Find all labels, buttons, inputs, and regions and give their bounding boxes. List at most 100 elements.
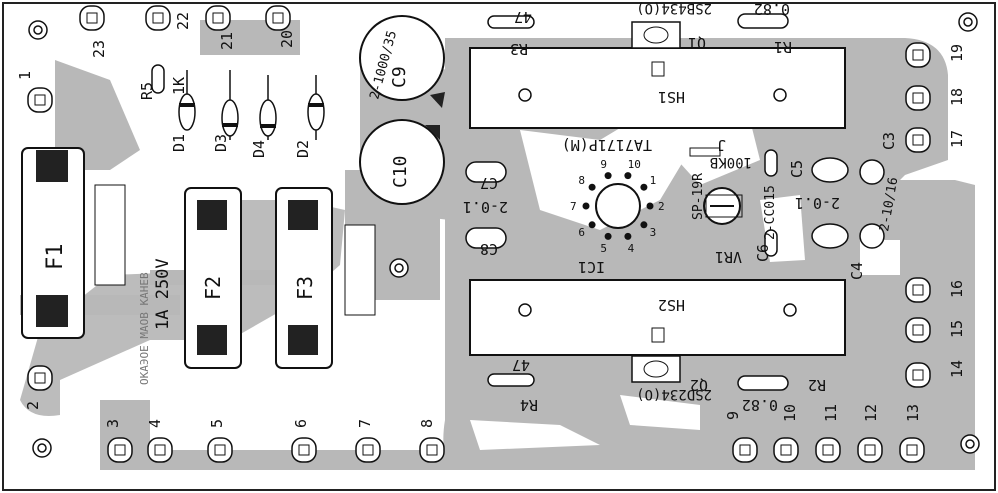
fuse-f1-clip-top <box>36 150 68 182</box>
pin-label-10: 10 <box>781 404 799 422</box>
pad-13 <box>899 437 925 463</box>
pad-1 <box>27 87 53 113</box>
pad-15 <box>905 317 931 343</box>
pin-label-7: 7 <box>356 419 374 428</box>
pin-label-4: 4 <box>146 419 164 428</box>
pad-5 <box>207 437 233 463</box>
label-hs1: HS1 <box>658 88 685 106</box>
fuse-f3-clip-bottom <box>288 325 318 355</box>
label-q1: Q1 <box>688 34 706 52</box>
ic1-pin-1 <box>640 183 648 191</box>
pad-7 <box>355 437 381 463</box>
fuse-f2-clip-bottom <box>197 325 227 355</box>
pad-16 <box>905 277 931 303</box>
ic1-pin-label-6: 6 <box>578 226 585 239</box>
label-vr1: VR1 <box>715 248 742 266</box>
label-c9: C9 <box>389 66 410 88</box>
transistor-q2 <box>631 355 681 383</box>
label-r3-value: 47 <box>514 8 532 26</box>
pin-pads <box>27 5 931 463</box>
pin-label-8: 8 <box>418 419 436 428</box>
pin-label-3: 3 <box>104 419 122 428</box>
label-f2: F2 <box>201 276 225 300</box>
label-r5: R5 <box>138 82 156 100</box>
ic1-pin-label-8: 8 <box>578 174 585 187</box>
label-d1: D1 <box>170 134 188 152</box>
capacitor-c4 <box>859 223 885 249</box>
resistor-r2 <box>737 375 789 391</box>
pin-label-5: 5 <box>208 419 226 428</box>
ic1-pin-label-3: 3 <box>650 226 657 239</box>
ic1-pin-label-5: 5 <box>600 242 607 255</box>
label-c6: C6 <box>754 244 772 262</box>
hs2-screw-tab <box>651 327 665 343</box>
fuse-f3 <box>275 187 333 369</box>
resistor-r3 <box>487 15 535 29</box>
pin-label-23: 23 <box>90 40 108 58</box>
pad-19 <box>905 42 931 68</box>
label-q1-type: 2SB434(O) <box>636 0 712 16</box>
pad-18 <box>905 85 931 111</box>
label-c5-value: 2-0.1 <box>795 194 840 212</box>
pin-label-16: 16 <box>948 280 966 298</box>
q1-pads <box>643 26 669 44</box>
label-r4: R4 <box>520 396 538 414</box>
pin-label-12: 12 <box>862 404 880 422</box>
fuse-holder-slot-left <box>94 184 126 286</box>
label-c6-value: 2-CC015 <box>763 185 778 240</box>
label-c10: C10 <box>390 155 411 188</box>
ic1-pin-3 <box>640 221 648 229</box>
label-j: J <box>717 136 726 154</box>
ic1-body <box>595 183 641 229</box>
label-d2: D2 <box>294 140 312 158</box>
pad-9 <box>732 437 758 463</box>
ic1-pin-8 <box>588 183 596 191</box>
label-hs2: HS2 <box>658 296 685 314</box>
label-r3: R3 <box>510 40 528 58</box>
resistor-r1 <box>737 13 789 29</box>
pad-14 <box>905 362 931 388</box>
ic1-pin-label-10: 10 <box>628 158 641 171</box>
pad-8 <box>419 437 445 463</box>
label-c5: C5 <box>788 160 806 178</box>
pin-label-17: 17 <box>948 130 966 148</box>
heatsink-hs2 <box>469 279 846 356</box>
ic1-pin-2 <box>646 202 654 210</box>
hs1-mount-hole-left <box>518 88 532 102</box>
ic1-pin-label-1: 1 <box>650 174 657 187</box>
pin-label-21: 21 <box>218 32 236 50</box>
c9-polarity-mark <box>430 92 445 108</box>
pin-label-14: 14 <box>948 360 966 378</box>
label-r2: R2 <box>808 376 826 394</box>
label-ic1-type: TA7171P(M) <box>562 136 652 154</box>
transistor-q1 <box>631 21 681 49</box>
label-fuse-rating: 1A 250V <box>153 258 173 330</box>
pin-label-15: 15 <box>948 320 966 338</box>
diode-d1 <box>178 93 196 131</box>
pad-22 <box>145 5 171 31</box>
jumper-j <box>689 147 721 157</box>
label-f1: F1 <box>43 244 68 271</box>
capacitor-c4-body <box>811 223 849 249</box>
label-c4: C4 <box>848 262 866 280</box>
ic1-pin-10 <box>624 172 632 180</box>
pin-label-18: 18 <box>948 88 966 106</box>
pad-20 <box>265 5 291 31</box>
pad-17 <box>905 127 931 153</box>
label-vr1-value: 100KB <box>710 154 752 170</box>
pin-label-11: 11 <box>822 404 840 422</box>
resistor-r4 <box>487 373 535 387</box>
capacitor-c3 <box>859 159 885 185</box>
q2-pads <box>643 360 669 378</box>
label-r1: R1 <box>774 38 792 56</box>
board-marking: ОКАЭОЕ МАОВ КАНЕВ <box>138 272 151 385</box>
pad-2 <box>27 365 53 391</box>
pin-label-20: 20 <box>278 30 296 48</box>
pin-label-19: 19 <box>948 44 966 62</box>
pad-11 <box>815 437 841 463</box>
fuse-f2-clip-top <box>197 200 227 230</box>
